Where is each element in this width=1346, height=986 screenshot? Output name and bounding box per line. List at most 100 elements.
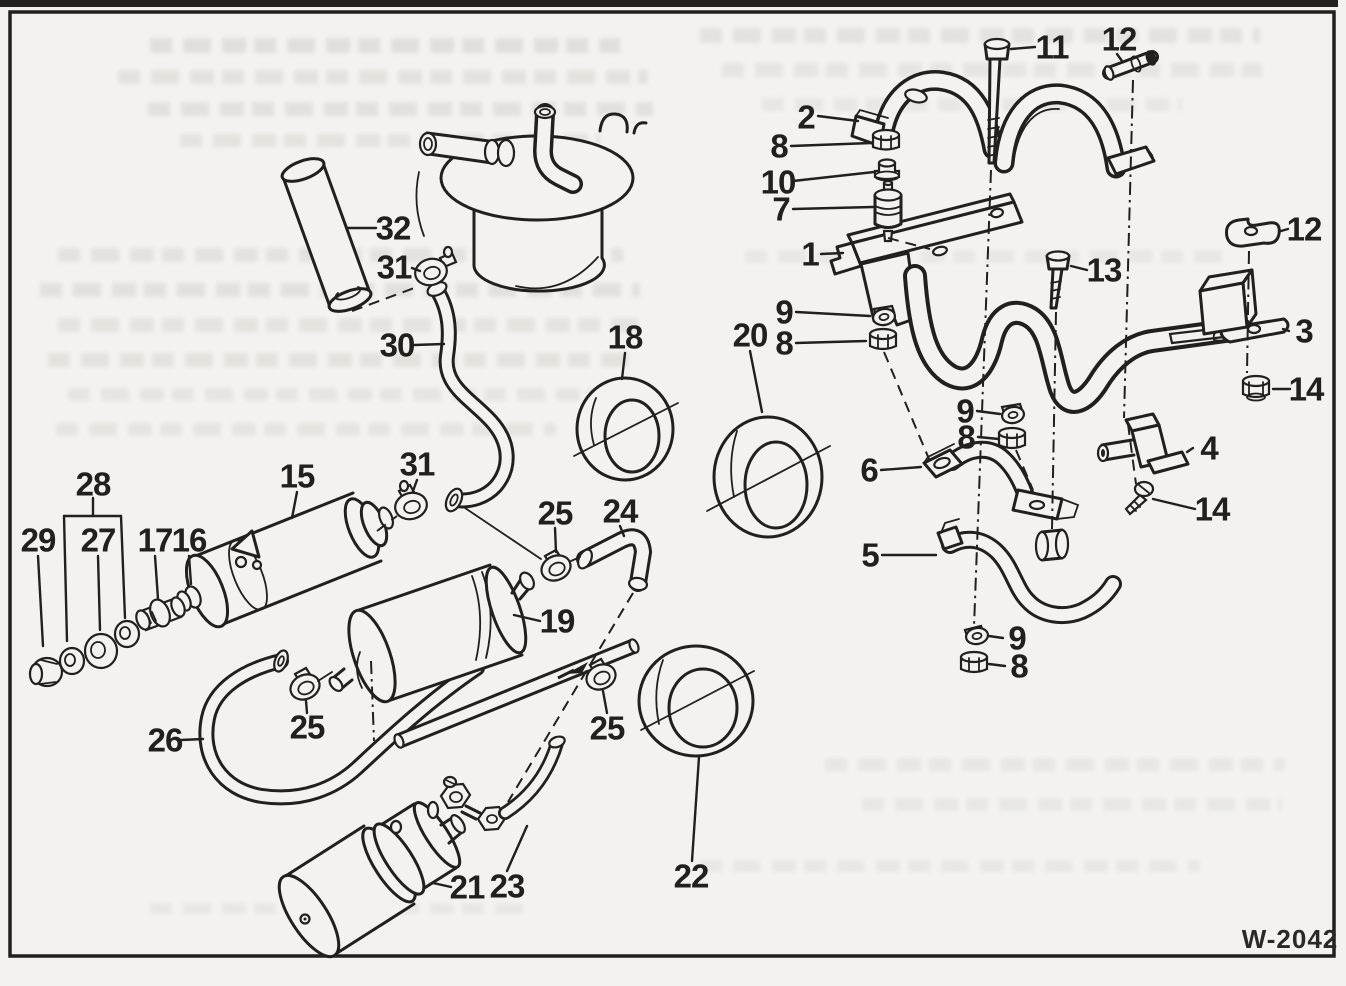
part-washer-27	[83, 632, 119, 670]
callout-leader-9	[794, 310, 872, 318]
part-bracket-1	[829, 192, 1024, 327]
callout-leader-12	[1279, 227, 1290, 233]
callout-bracket-28	[119, 514, 127, 620]
part-clip-12-right	[1225, 217, 1281, 248]
part-clip-9-bottom	[963, 624, 990, 646]
part-union-17	[135, 596, 186, 632]
callout-32: 32	[376, 210, 411, 247]
callout-leader-25	[304, 699, 309, 715]
callout-18: 18	[608, 319, 643, 356]
callout-leader-31	[410, 266, 422, 273]
callout-leader-8	[976, 435, 1001, 441]
callout-25: 25	[290, 709, 325, 746]
part-nut-8-top	[871, 128, 901, 151]
part-washer-28a	[58, 646, 86, 676]
part-banjo-fittings	[426, 775, 508, 832]
callout-leader-19	[512, 613, 542, 623]
part-washer-28b	[113, 619, 141, 649]
callout-leader-12	[1115, 52, 1124, 63]
part-ring-22	[637, 644, 755, 758]
callout-31: 31	[400, 446, 435, 483]
callout-8: 8	[770, 128, 788, 165]
callout-9: 9	[1008, 620, 1026, 657]
part-fuel-pump-15	[184, 491, 395, 629]
part-fuel-filter	[415, 103, 648, 293]
part-damper-19	[328, 563, 535, 704]
callout-leader-25	[601, 689, 609, 715]
callout-10: 10	[761, 164, 796, 201]
callout-22: 22	[674, 858, 709, 895]
part-clip-9-mid	[1000, 402, 1026, 425]
callout-leader-26	[179, 737, 205, 742]
callout-leader-30	[412, 342, 446, 347]
part-nut-8-left	[868, 327, 898, 351]
callout-13: 13	[1087, 252, 1122, 289]
callout-leader-10	[791, 170, 876, 183]
callout-leader-20	[748, 349, 764, 414]
part-clamp-31-lower	[394, 479, 428, 521]
callout-8: 8	[775, 325, 793, 362]
callout-21: 21	[450, 869, 485, 906]
part-bolt-13	[1045, 250, 1071, 310]
callout-3: 3	[1295, 313, 1313, 350]
part-hose-30	[426, 281, 515, 513]
callout-17: 17	[138, 522, 173, 559]
callout-25: 25	[590, 710, 625, 747]
callout-8: 8	[1010, 648, 1028, 685]
part-nut-8-mid	[997, 426, 1027, 450]
part-hose-23	[498, 735, 566, 820]
callout-leader-23	[505, 824, 529, 873]
callout-leader-27	[96, 554, 102, 632]
part-saddle-clamp-2	[850, 69, 1004, 160]
callout-27: 27	[81, 522, 116, 559]
part-block-3	[1198, 268, 1290, 344]
part-ring-20	[706, 415, 831, 539]
callout-leader-7	[791, 205, 875, 211]
callout-8: 8	[957, 419, 975, 456]
callout-4: 4	[1200, 430, 1219, 467]
callout-14: 14	[1289, 371, 1325, 408]
part-fitting-16	[176, 585, 202, 612]
callout-7: 7	[772, 191, 789, 228]
callout-2: 2	[797, 99, 815, 136]
part-hose-26	[198, 649, 485, 806]
diagram-frame	[8, 10, 1336, 958]
figure-code: W-2042	[1242, 924, 1339, 954]
callout-leader-29	[36, 554, 45, 648]
callout-leader-14	[1151, 497, 1197, 511]
callout-leader-21	[431, 881, 453, 889]
callout-28: 28	[76, 466, 111, 503]
callout-9: 9	[956, 393, 974, 430]
part-screw-14-mid	[1124, 480, 1155, 516]
callout-30: 30	[380, 327, 415, 364]
callout-12: 12	[1102, 21, 1137, 58]
part-half-clamp-6	[922, 440, 1080, 521]
part-clamp-31-upper	[414, 245, 458, 287]
callout-24: 24	[603, 493, 639, 530]
callout-1: 1	[801, 236, 819, 273]
part-pin-12	[1102, 50, 1159, 81]
callout-29: 29	[21, 522, 56, 559]
callout-leader-31	[411, 478, 419, 493]
callout-leader-9	[975, 409, 1002, 416]
callout-leader-17	[153, 554, 160, 601]
callout-26: 26	[148, 722, 183, 759]
callout-16: 16	[172, 522, 207, 559]
part-bracket-4	[1096, 412, 1190, 475]
part-elbow-hose-24	[576, 528, 653, 592]
callout-31: 31	[377, 249, 412, 286]
callout-leader-8	[987, 662, 1007, 668]
callout-leader-3	[1281, 327, 1291, 333]
callout-leader-24	[618, 524, 626, 538]
callout-leader-25	[553, 526, 558, 554]
callout-leader-9	[987, 634, 1005, 640]
callout-leader-11	[1009, 45, 1037, 51]
callout-19: 19	[540, 603, 575, 640]
callout-leader-6	[879, 465, 923, 472]
part-nut-14-right	[1241, 374, 1271, 402]
callout-9: 9	[775, 294, 793, 331]
part-bushing-10	[873, 158, 901, 182]
part-fuel-pipe	[393, 638, 640, 749]
